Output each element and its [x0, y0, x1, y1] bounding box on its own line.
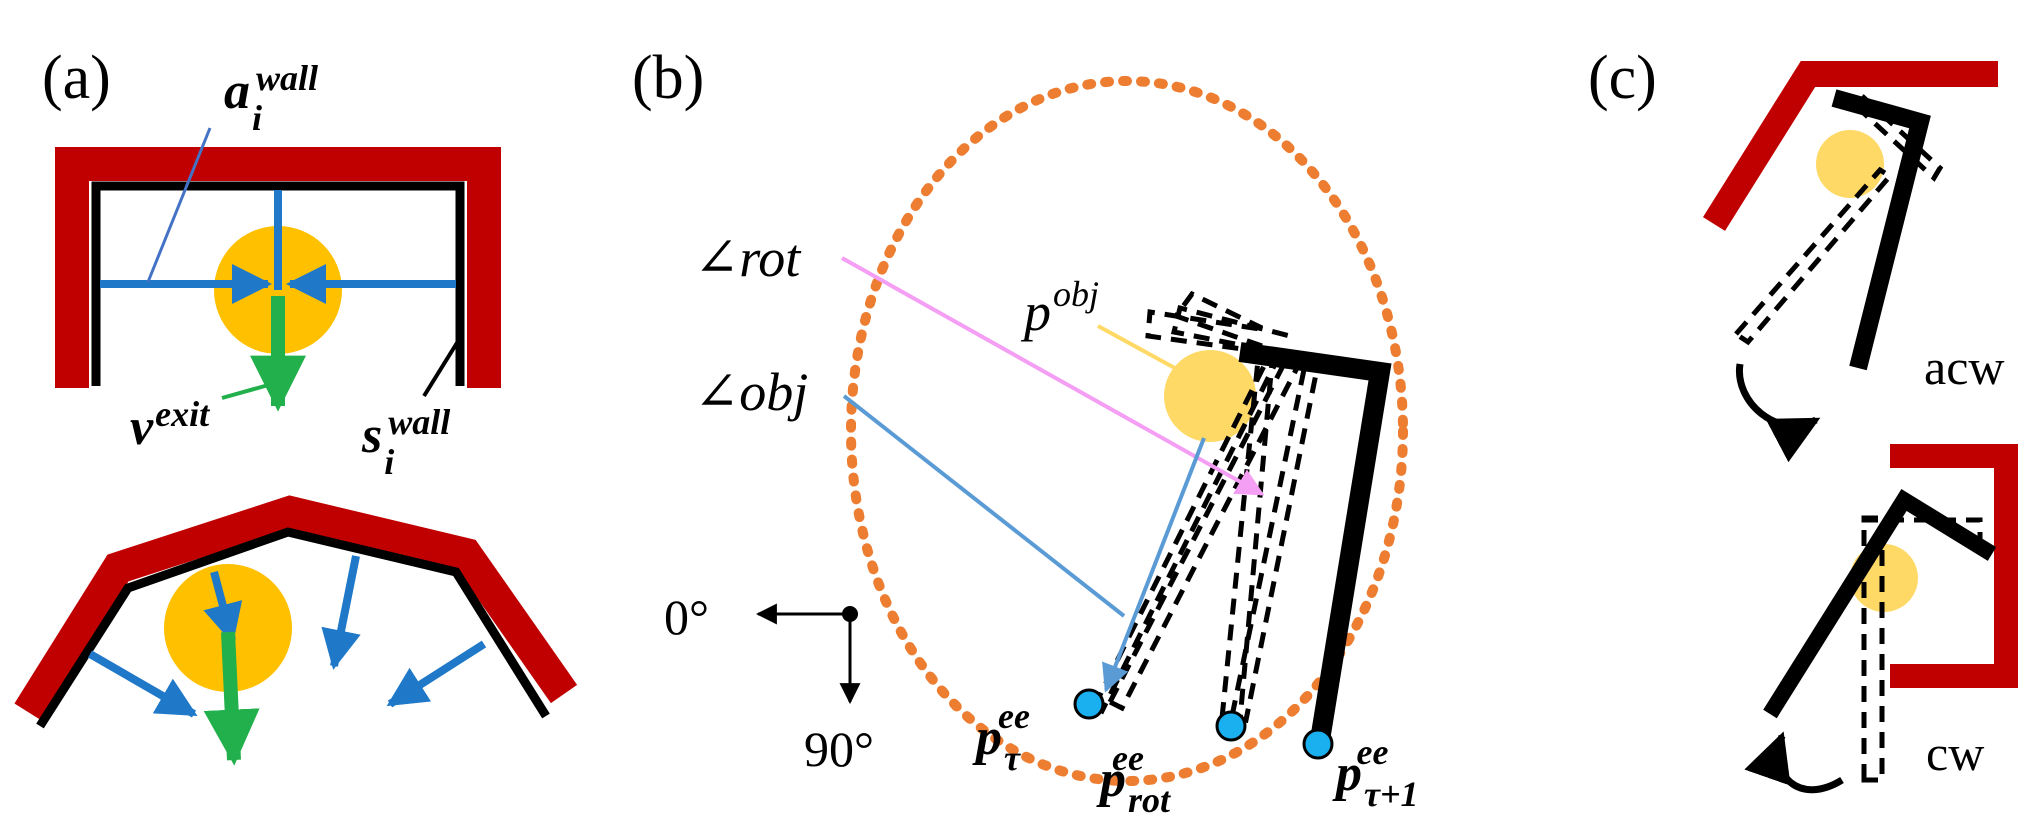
gripper-ghost-acw: [1732, 94, 1944, 346]
label-a-wall: aiwall: [224, 58, 318, 138]
wall-c-cw: [1890, 444, 2018, 688]
reach-circle: [846, 76, 1408, 786]
label-p-rot: protee: [1096, 738, 1171, 820]
wall-c-acw: [1702, 61, 1998, 231]
object-b: [1164, 350, 1256, 442]
label-acw: acw: [1924, 339, 2005, 395]
label-p-obj: pobj: [1020, 274, 1099, 342]
wall-surface-bottom-polygon: [36, 527, 550, 729]
panel-c-label: (c): [1588, 44, 1657, 112]
panel-a-label: (a): [42, 44, 111, 112]
panel-a: (a) aiwall vexit siwall: [14, 44, 578, 766]
label-p-tau: pτee: [972, 696, 1030, 778]
wall-bottom-polygon: [14, 495, 578, 721]
label-s-wall: siwall: [361, 402, 450, 482]
label-deg-90: 90°: [804, 721, 874, 777]
normal-arrow-b4: [386, 640, 487, 708]
gripper-solid-cw: [1763, 489, 1997, 719]
normal-arrow-b3: [321, 555, 361, 670]
ee-point-tau: [1073, 688, 1105, 720]
panel-b-label: (b): [632, 44, 704, 112]
label-deg-0: 0°: [664, 589, 709, 645]
ee-point-tau1: [1302, 728, 1334, 760]
gripper-solid-acw: [1831, 89, 1931, 371]
a-wall-leader: [146, 127, 212, 283]
ee-point-rot: [1215, 710, 1247, 742]
label-p-tau1: pτ+1ee: [1332, 732, 1419, 814]
obj-angle-arrow: [842, 394, 1126, 618]
normal-arrow-b2: [203, 570, 243, 644]
panel-b: (b) ∠rot ∠obj pobj pτee protee pτ+1ee: [632, 44, 1419, 820]
wall-surface-top-container: [91, 181, 465, 386]
label-v-exit: vexit: [130, 394, 210, 456]
object-c-acw: [1816, 130, 1884, 198]
label-angle-rot: ∠rot: [694, 228, 802, 288]
panel-c: (c) acw cw: [1588, 44, 2018, 794]
obj-to-ee-arrow: [1102, 437, 1206, 693]
wall-top-container: [55, 147, 501, 388]
s-wall-leader: [422, 336, 462, 398]
label-angle-obj: ∠obj: [694, 362, 808, 422]
rot-angle-arrow: [841, 256, 1265, 496]
rotation-arrow-cw: [1744, 731, 1844, 794]
label-cw: cw: [1926, 725, 1984, 781]
v-exit-leader: [221, 382, 273, 400]
rotation-arrow-acw: [1736, 363, 1821, 463]
normal-arrow-b1: [88, 650, 198, 718]
p-obj-leader: [1097, 324, 1183, 374]
exit-arrow-bottom: [203, 631, 260, 766]
gripper-solid: [1238, 342, 1392, 742]
